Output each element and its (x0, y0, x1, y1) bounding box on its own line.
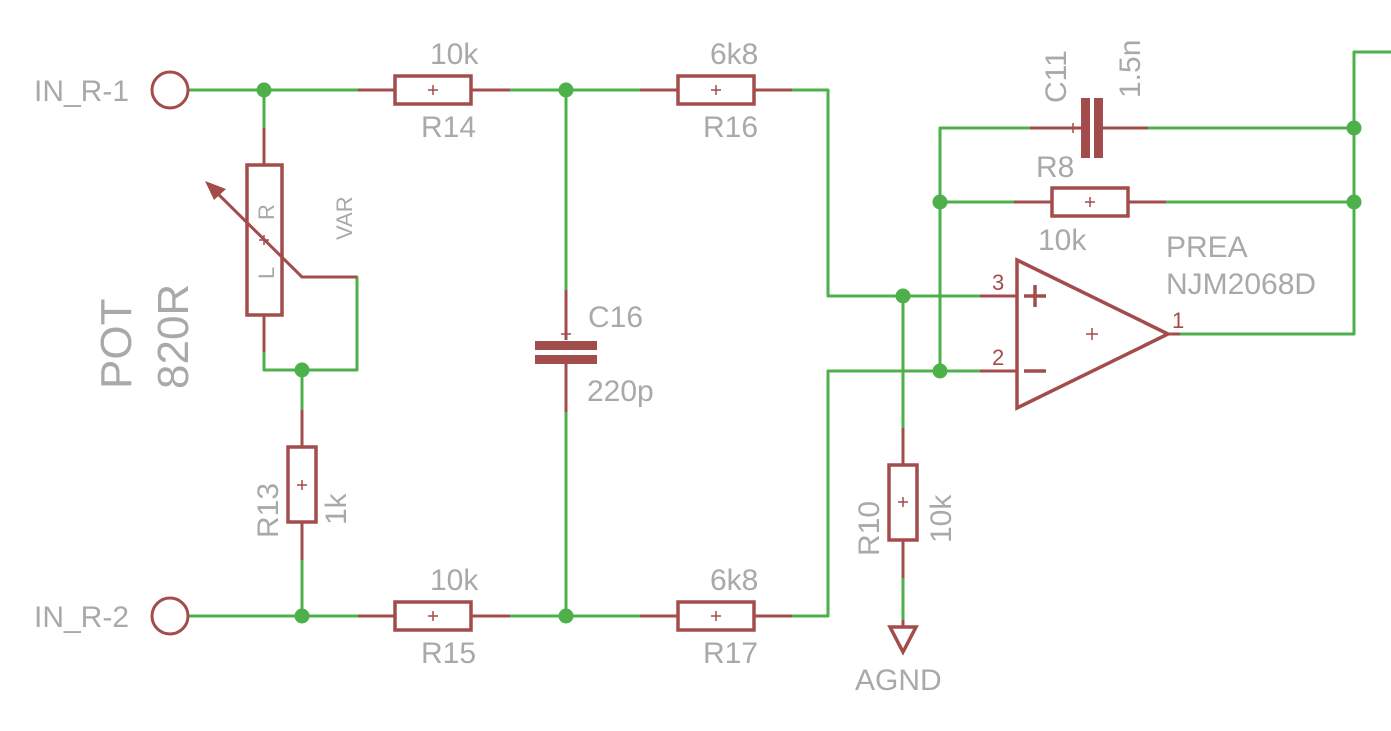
c16-plate-top (535, 341, 597, 350)
wire-output (1166, 50, 1391, 336)
resistor-r8[interactable]: R8 10k (1014, 151, 1166, 257)
origin-cross-icon (898, 497, 908, 507)
r14-value: 10k (430, 38, 479, 71)
r15-body (393, 600, 473, 632)
r10-body (887, 463, 919, 542)
ground-triangle-icon (887, 625, 919, 656)
junction-dot (932, 194, 948, 210)
port-in-r-1[interactable]: IN_R-1 (34, 70, 190, 110)
pot-body (245, 163, 284, 317)
opamp-triangle-icon (1015, 257, 1172, 411)
junction-dot (1346, 194, 1362, 210)
c16-value: 220p (587, 375, 654, 408)
c11-plate-right (1094, 98, 1103, 158)
c11-name: C11 (1040, 50, 1073, 103)
r17-value: 6k8 (710, 564, 758, 597)
opamp-name: PREA (1166, 231, 1248, 264)
opamp-pin1-number: 1 (1172, 308, 1184, 333)
r8-name: R8 (1036, 151, 1074, 184)
resistor-r15[interactable]: 10k R15 (358, 564, 510, 670)
opamp-pin2-number: 2 (992, 345, 1004, 370)
r10-name: R10 (853, 501, 886, 556)
wires (188, 50, 1391, 622)
ground-label: AGND (855, 664, 942, 697)
wire-feedback-left (938, 126, 1032, 373)
origin-cross-icon (561, 329, 571, 339)
r16-name: R16 (703, 111, 758, 144)
origin-cross-icon (1086, 328, 1098, 340)
resistor-r10[interactable]: R10 10k (853, 428, 958, 578)
port-circle-icon (150, 596, 190, 636)
resistor-r14[interactable]: 10k R14 (358, 38, 510, 144)
junction-dot (558, 82, 574, 98)
junctions (256, 82, 1362, 624)
opamp-prea[interactable]: 3 2 1 PREA NJM2068D (980, 231, 1316, 411)
opamp-part: NJM2068D (1166, 268, 1316, 301)
c11-plate-left (1081, 98, 1090, 158)
r14-name: R14 (421, 111, 476, 144)
resistor-r16[interactable]: 6k8 R16 (640, 38, 792, 144)
junction-dot (895, 288, 911, 304)
origin-cross-icon (1085, 197, 1095, 207)
r17-body (676, 600, 756, 632)
potentiometer[interactable]: R L VAR POT 820R (92, 128, 357, 389)
r16-body (676, 74, 756, 106)
junction-dot (294, 362, 310, 378)
c16-name: C16 (588, 301, 643, 334)
pot-pin-l-label: L (254, 267, 279, 279)
pot-var-label: VAR (332, 196, 357, 240)
r10-value: 10k (925, 494, 958, 543)
origin-cross-icon (259, 235, 269, 245)
port-in-r-2[interactable]: IN_R-2 (34, 596, 190, 636)
r14-body (393, 74, 473, 106)
pot-wiper-arrow-icon (206, 182, 357, 279)
opamp-pin3-number: 3 (992, 270, 1004, 295)
c16-plate-bottom (535, 355, 597, 364)
capacitor-c16[interactable]: C16 220p (535, 290, 654, 412)
wire-pot-bottom (262, 275, 359, 372)
origin-cross-icon (711, 611, 721, 621)
r13-body (286, 445, 318, 524)
junction-dot (256, 82, 272, 98)
ground-agnd[interactable]: AGND (855, 620, 942, 697)
r17-name: R17 (703, 637, 758, 670)
pot-arrowhead-icon (205, 181, 226, 200)
port-in2-label: IN_R-2 (34, 601, 129, 634)
pot-value: 820R (149, 284, 198, 389)
junction-dot (932, 363, 948, 379)
junction-dot (294, 608, 310, 624)
origin-cross-icon (1068, 123, 1078, 133)
opamp-plus-icon (1024, 285, 1046, 307)
r16-value: 6k8 (710, 38, 758, 71)
c11-value: 1.5n (1114, 40, 1147, 98)
r15-value: 10k (430, 564, 479, 597)
port-circle-icon (150, 70, 190, 110)
origin-cross-icon (711, 85, 721, 95)
pot-label: POT (92, 299, 141, 389)
junction-dot (1346, 120, 1362, 136)
resistor-r17[interactable]: 6k8 R17 (640, 564, 792, 670)
origin-cross-icon (297, 480, 307, 490)
resistor-r13[interactable]: R13 1k (252, 410, 353, 560)
wire-r16-to-plus (790, 88, 982, 298)
r8-value: 10k (1038, 224, 1087, 257)
capacitor-c11[interactable]: C11 1.5n (1030, 40, 1148, 158)
origin-cross-icon (428, 85, 438, 95)
r15-name: R15 (421, 637, 476, 670)
r13-value: 1k (320, 492, 353, 525)
pot-pin-r-label: R (254, 204, 279, 220)
origin-cross-icon (428, 611, 438, 621)
r8-body (1050, 186, 1130, 218)
r13-name: R13 (252, 483, 285, 538)
wire-r17-to-minus (790, 369, 982, 618)
port-in1-label: IN_R-1 (34, 75, 129, 108)
junction-dot (558, 608, 574, 624)
